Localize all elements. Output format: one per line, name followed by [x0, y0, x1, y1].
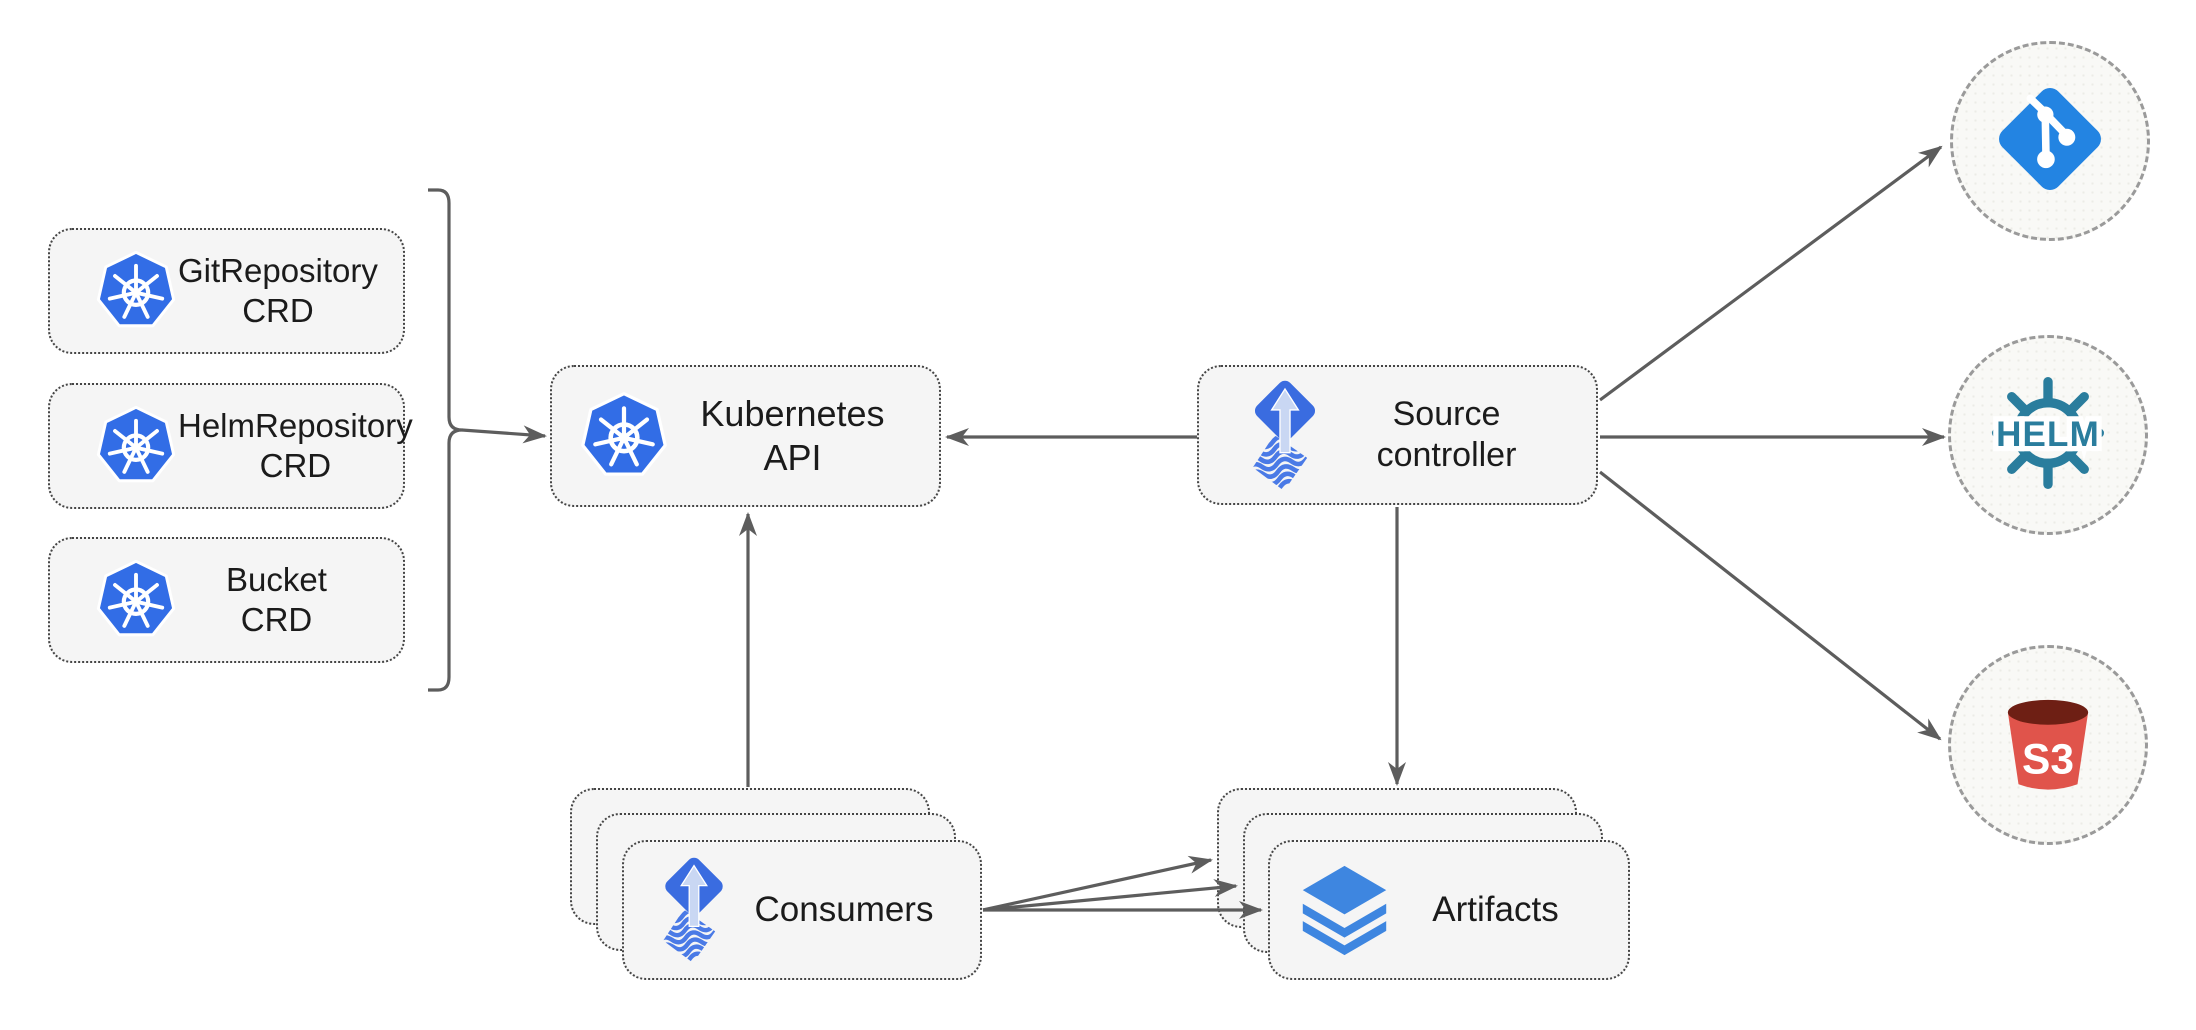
arrow-source-to-git: [1599, 145, 1943, 402]
gitrepository-crd-label: GitRepository CRD: [178, 251, 378, 329]
helmrepository-crd-label: HelmRepository CRD: [178, 406, 413, 484]
artifacts-label: Artifacts: [1432, 889, 1559, 929]
arrow-consumers-to-artifacts-back: [982, 855, 1213, 912]
helm-endpoint: [1948, 335, 2148, 535]
helmrepository-crd-node: HelmRepository CRD: [48, 383, 413, 509]
helm-icon: [1978, 363, 2118, 508]
bucket-crd-label: Bucket CRD: [226, 560, 327, 638]
consumers-node: Consumers: [622, 840, 982, 980]
artifacts-node: Artifacts: [1268, 840, 1630, 980]
flux-icon: [654, 856, 734, 964]
arrow-crds-to-api: [461, 425, 547, 444]
source-controller-node: Source controller: [1197, 365, 1598, 505]
consumers-label: Consumers: [754, 889, 934, 929]
s3-endpoint: [1948, 645, 2148, 845]
gitrepository-crd-node: GitRepository CRD: [48, 228, 405, 354]
kubernetes-icon: [578, 390, 670, 482]
kubernetes-api-label: Kubernetes API: [700, 393, 885, 478]
kubernetes-icon: [94, 249, 178, 333]
bucket-crd-node: Bucket CRD: [48, 537, 405, 663]
layers-icon: [1296, 862, 1393, 959]
git-endpoint: [1950, 41, 2150, 241]
kubernetes-icon: [94, 404, 178, 488]
arrow-source-to-s3: [1599, 470, 1942, 741]
s3-bucket-icon: [1989, 684, 2107, 807]
flux-icon: [1243, 379, 1327, 492]
kubernetes-icon: [94, 558, 178, 642]
crd-group-brace: [428, 188, 464, 692]
kubernetes-api-node: Kubernetes API: [550, 365, 941, 507]
arrow-consumers-to-artifacts-middle: [982, 879, 1238, 912]
git-icon: [1992, 81, 2108, 202]
source-controller-label: Source controller: [1376, 394, 1517, 474]
